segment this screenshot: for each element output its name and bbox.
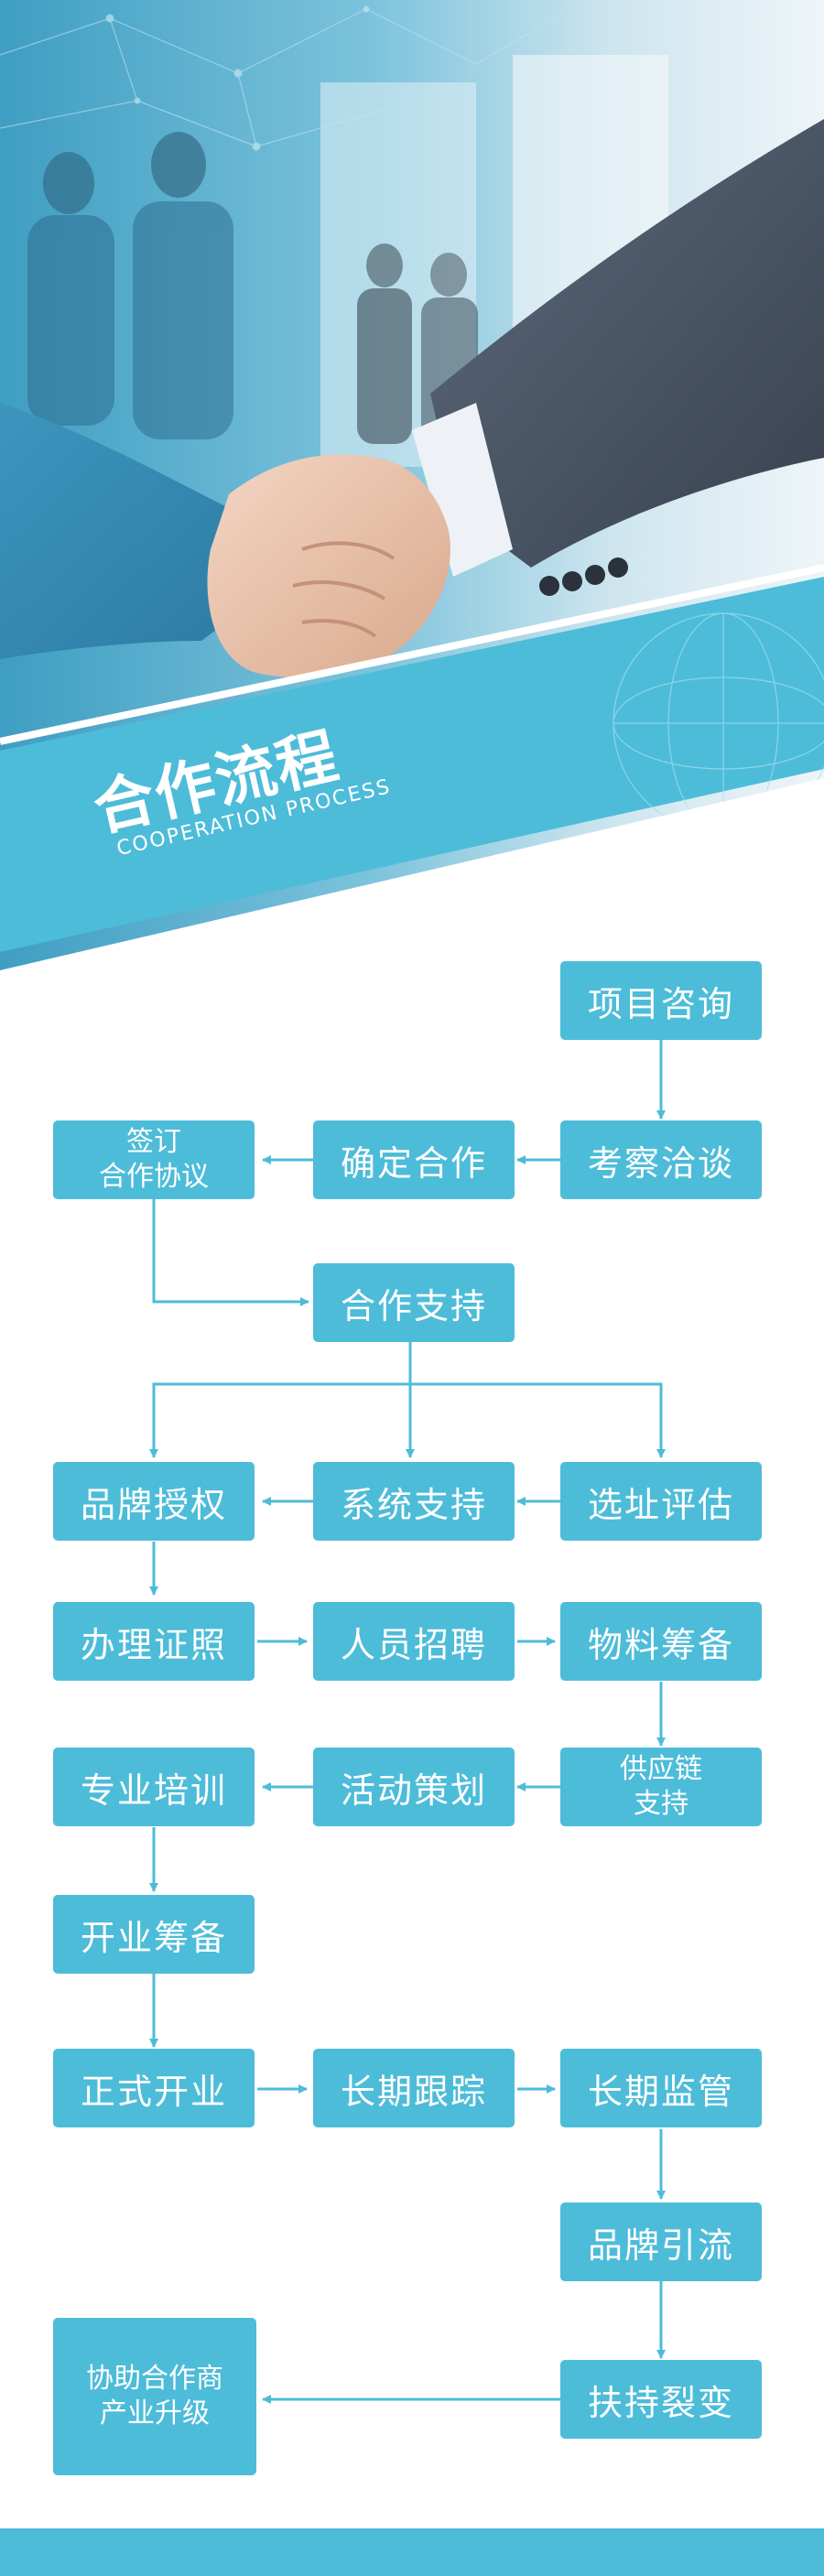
step-event-plan: 活动策划 [313,1748,515,1826]
step-inspect: 考察洽谈 [560,1120,762,1199]
arrow-support-brand [149,1382,410,1458]
step-brand-traffic: 品牌引流 [560,2203,762,2281]
network-lines [0,0,587,151]
step-opening: 正式开业 [53,2049,255,2127]
step-label: 考察洽谈 [587,1142,734,1184]
step-supply-chain: 供应链 支持 [560,1748,762,1826]
step-consult: 项目咨询 [560,961,762,1040]
step-label: 选址评估 [587,1484,734,1525]
step-system-support: 系统支持 [313,1462,515,1541]
step-label: 系统支持 [340,1484,487,1525]
step-label: 确定合作 [340,1142,487,1184]
step-label: 专业培训 [80,1770,227,1811]
step-label: 正式开业 [80,2071,227,2112]
step-label: 人员招聘 [340,1624,487,1665]
left-arm [0,403,275,659]
sleeve-buttons [539,557,628,596]
step-label: 合作支持 [340,1285,487,1326]
step-license: 办理证照 [53,1602,255,1681]
step-support: 合作支持 [313,1263,515,1342]
step-label: 供应链 支持 [620,1753,702,1820]
step-label: 签订 合作协议 [99,1126,209,1193]
step-label: 长期跟踪 [340,2071,487,2112]
step-label: 项目咨询 [587,983,734,1024]
diagonal-banner [0,577,824,952]
step-label: 品牌授权 [80,1484,227,1525]
step-label: 活动策划 [340,1770,487,1811]
step-tracking: 长期跟踪 [313,2049,515,2127]
step-label: 扶持裂变 [587,2382,734,2423]
step-label: 物料筹备 [587,1624,734,1665]
step-opening-prep: 开业筹备 [53,1895,255,1974]
step-fission: 扶持裂变 [560,2360,762,2439]
step-confirm: 确定合作 [313,1120,515,1199]
hero-banner [0,0,824,970]
step-label: 办理证照 [80,1624,227,1665]
shirt-cuff [412,403,513,577]
footer-bar [0,2528,824,2576]
step-recruit: 人员招聘 [313,1602,515,1681]
step-materials: 物料筹备 [560,1602,762,1681]
step-sign: 签订 合作协议 [53,1120,255,1199]
step-label: 协助合作商 产业升级 [86,2363,223,2430]
step-supervision: 长期监管 [560,2049,762,2127]
step-label: 品牌引流 [587,2224,734,2266]
arrow-sign-support [152,1199,309,1306]
right-arm [430,119,824,568]
step-brand-auth: 品牌授权 [53,1462,255,1541]
step-training: 专业培训 [53,1748,255,1826]
handshake [207,454,450,677]
arrow-support-site [410,1382,666,1458]
step-label: 开业筹备 [80,1917,227,1958]
step-label: 长期监管 [587,2071,734,2112]
step-upgrade: 协助合作商 产业升级 [53,2318,256,2475]
step-site-eval: 选址评估 [560,1462,762,1541]
